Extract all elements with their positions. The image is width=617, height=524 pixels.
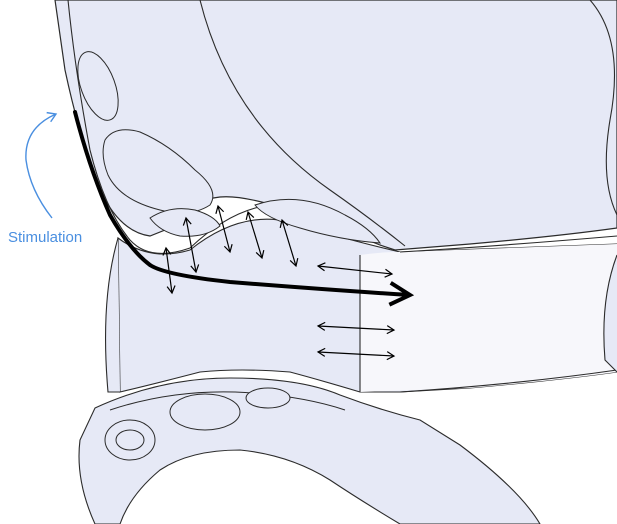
bottom-oval-left <box>105 420 155 460</box>
stimulation-label: Stimulation <box>8 229 82 246</box>
bottom-oval-middle <box>170 394 240 430</box>
stimulation-pointer-arrow <box>26 114 56 218</box>
lower-left-wall <box>106 238 120 392</box>
light-region <box>360 244 617 392</box>
bottom-oval-right <box>246 388 290 408</box>
